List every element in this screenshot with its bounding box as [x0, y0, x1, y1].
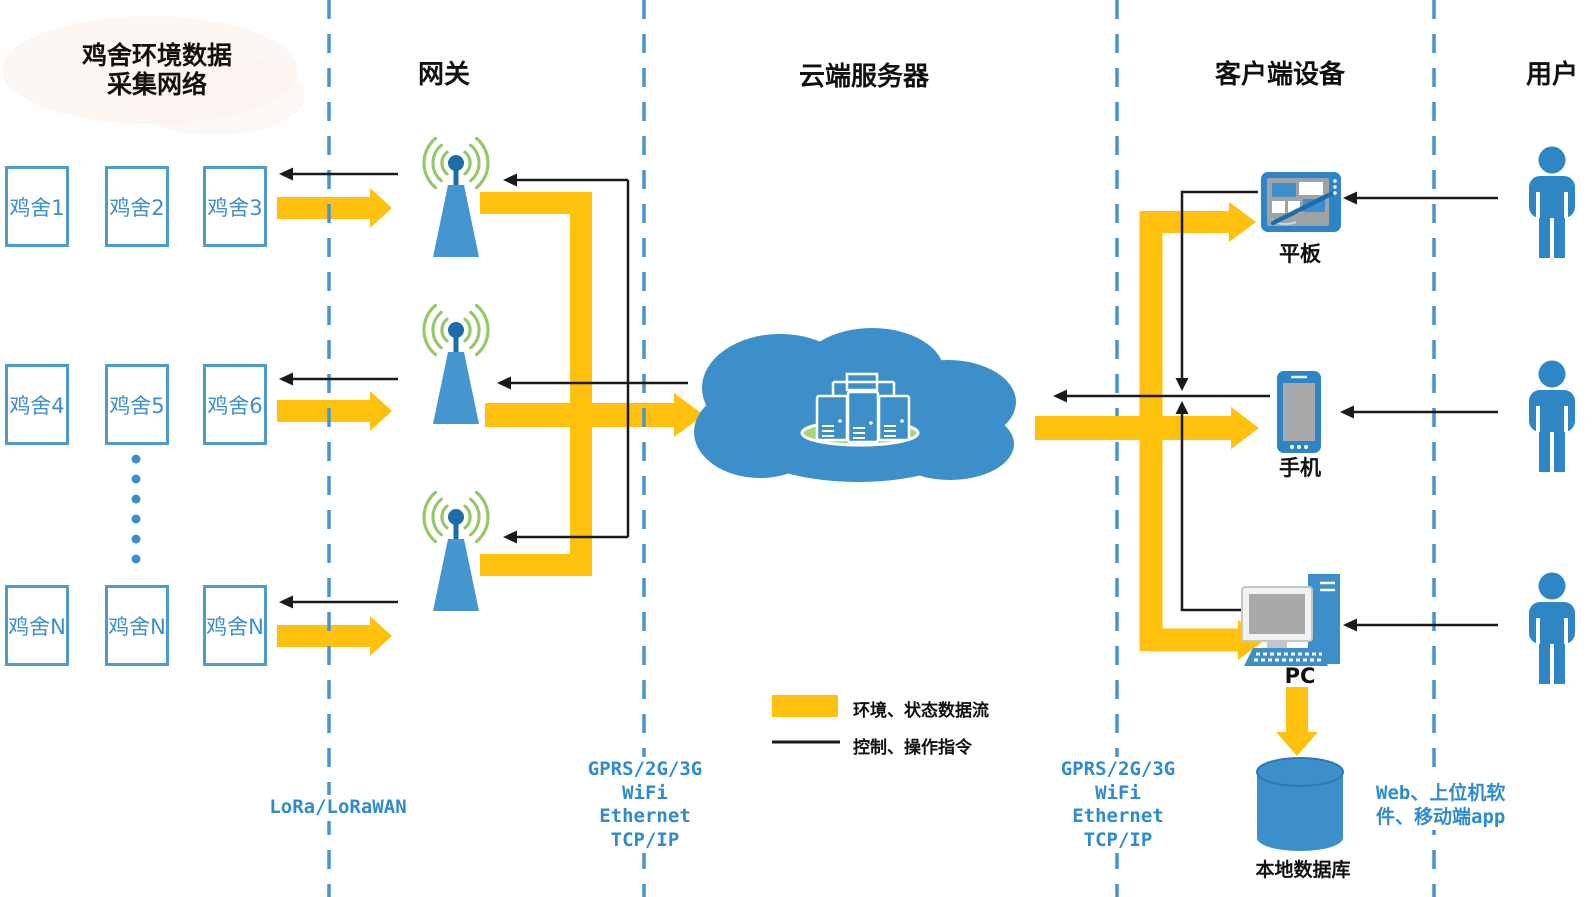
antenna-body	[433, 352, 479, 424]
tablet-arrowhead	[1229, 202, 1256, 242]
client-data-pipes	[1035, 202, 1318, 756]
protocol-line: Ethernet	[1072, 805, 1164, 827]
coop-box-n3: 鸡舍N	[203, 585, 267, 666]
arrowhead	[1340, 405, 1354, 419]
coop-box-4: 鸡舍4	[5, 364, 69, 445]
gateway-to-cloud-arrowhead	[674, 393, 704, 437]
control-pc-branch	[1180, 414, 1245, 612]
coop-row3-data-arrow	[277, 616, 392, 656]
arrowhead	[1343, 618, 1357, 632]
protocol-line: TCP/IP	[610, 828, 680, 851]
title-line1: 鸡舍环境数据	[81, 41, 233, 70]
tablet-icon	[1261, 172, 1341, 232]
link-label-gateway-cloud: GPRS/2G/3G WiFi Ethernet TCP/IP	[580, 757, 710, 853]
title-line2: 采集网络	[106, 70, 208, 99]
coop-box-2: 鸡舍2	[105, 166, 169, 247]
column-title-cloud: 云端服务器	[798, 62, 930, 92]
arrowhead	[497, 376, 511, 390]
protocol-line: GPRS/2G/3G	[1060, 758, 1176, 780]
arrowhead	[279, 595, 293, 609]
legend-control-label: 控制、操作指令	[853, 738, 972, 758]
arrowhead	[1053, 389, 1067, 403]
software-line2: 件、移动端app	[1376, 805, 1506, 828]
server-towers-icon	[815, 390, 911, 444]
signal-waves-left-icon	[422, 136, 449, 190]
arrowhead	[279, 167, 293, 181]
database-label: 本地数据库	[1255, 859, 1351, 881]
phone-icon	[1277, 371, 1321, 453]
legend	[772, 695, 840, 744]
stylus-pen-icon	[1270, 191, 1334, 226]
tablet-label: 平板	[1279, 242, 1321, 266]
coop-box-6: 鸡舍6	[203, 364, 267, 445]
person-icon	[1529, 572, 1575, 684]
antenna-body	[433, 539, 479, 611]
pc-icon	[1241, 574, 1340, 666]
phone-label: 手机	[1279, 456, 1321, 480]
arrowhead	[279, 372, 293, 386]
coop-box-n1: 鸡舍N	[5, 585, 69, 666]
pc-label: PC	[1284, 664, 1316, 688]
gateway-antenna-icons	[422, 136, 490, 611]
cloud-server-icon	[694, 328, 1016, 482]
database-icon	[1256, 757, 1344, 851]
protocol-line: Ethernet	[599, 805, 691, 827]
signal-waves-left-icon	[422, 490, 449, 544]
user-icons	[1529, 146, 1575, 684]
antenna-stem	[453, 335, 459, 353]
coop-row2-data-arrow	[277, 391, 392, 431]
antenna-body	[433, 185, 479, 257]
title-cloud-background	[2, 16, 305, 135]
signal-waves-right-icon	[463, 303, 490, 357]
coop-box-1: 鸡舍1	[5, 166, 69, 247]
coop-box-n2: 鸡舍N	[105, 585, 169, 666]
cloud-to-phone-arrowhead	[1231, 407, 1259, 449]
arrowhead	[1343, 191, 1357, 205]
software-line1: Web、上位机软	[1376, 782, 1506, 804]
control-lines	[279, 167, 1498, 632]
antenna-ball	[448, 155, 464, 171]
link-label-client-user: Web、上位机软 件、移动端app	[1372, 781, 1510, 830]
signal-waves-left-icon	[422, 303, 449, 357]
antenna-stem	[453, 168, 459, 186]
coop-row1-data-arrow	[277, 188, 392, 228]
protocol-line: TCP/IP	[1083, 828, 1153, 851]
column-title-users: 用户	[1525, 60, 1579, 90]
link-label-cloud-client: GPRS/2G/3G WiFi Ethernet TCP/IP	[1053, 757, 1183, 853]
coop-box-3: 鸡舍3	[203, 166, 267, 247]
antenna-ball	[448, 322, 464, 338]
protocol-line: WiFi	[622, 781, 668, 804]
column-title-clients: 客户端设备	[1214, 60, 1346, 90]
control-tablet-branch	[1180, 190, 1258, 378]
person-icon	[1529, 146, 1575, 258]
arrowhead	[503, 173, 517, 187]
coop-ellipsis-dots	[131, 454, 141, 564]
data-flow-pipes	[277, 188, 704, 656]
column-title-gateway: 网关	[417, 60, 471, 90]
antenna-icon	[422, 303, 490, 424]
legend-data-flow-swatch	[772, 695, 838, 717]
dashed-dividers	[327, 0, 1436, 897]
arrowhead-up	[1175, 401, 1189, 414]
pc-screen	[1249, 594, 1305, 634]
antenna-icon	[422, 490, 490, 611]
signal-waves-right-icon	[463, 490, 490, 544]
protocol-line: GPRS/2G/3G	[587, 758, 703, 780]
pc-to-database-arrowhead	[1276, 732, 1318, 756]
antenna-ball	[448, 509, 464, 525]
person-icon	[1529, 360, 1575, 472]
column-title-collection: 鸡舍环境数据 采集网络	[82, 41, 232, 99]
arrowhead-down	[1175, 378, 1189, 391]
antenna-stem	[453, 522, 459, 540]
arrowhead	[503, 530, 517, 544]
link-label-lora: LoRa/LoRaWAN	[262, 795, 414, 821]
signal-waves-right-icon	[463, 136, 490, 190]
antenna-icon	[422, 136, 490, 257]
coop-box-5: 鸡舍5	[105, 364, 169, 445]
legend-data-flow-label: 环境、状态数据流	[853, 701, 989, 721]
protocol-line: WiFi	[1095, 781, 1141, 804]
